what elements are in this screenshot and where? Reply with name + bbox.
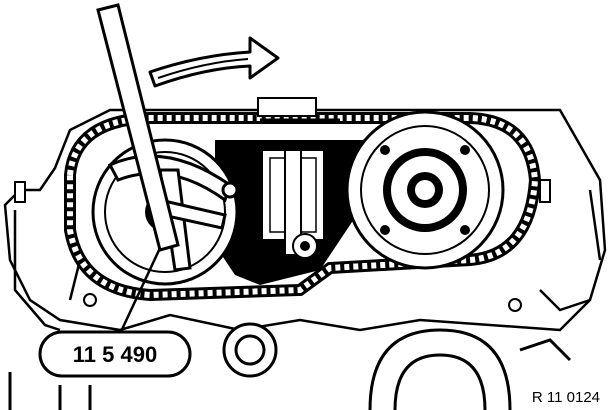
callout-leader	[116, 247, 162, 339]
special-tool-handle	[96, 3, 180, 252]
figure-reference: R 11 0124	[532, 389, 600, 406]
engine-block	[3, 108, 607, 332]
chain-tensioner	[257, 97, 340, 259]
timing-chain	[64, 112, 542, 302]
block-studs	[14, 179, 551, 312]
callout-label: 11 5 490	[73, 342, 157, 367]
rotation-arrow-icon	[148, 36, 280, 88]
right-camshaft-sprocket	[345, 110, 505, 270]
lower-housing	[8, 322, 572, 410]
callout-box	[38, 330, 192, 378]
